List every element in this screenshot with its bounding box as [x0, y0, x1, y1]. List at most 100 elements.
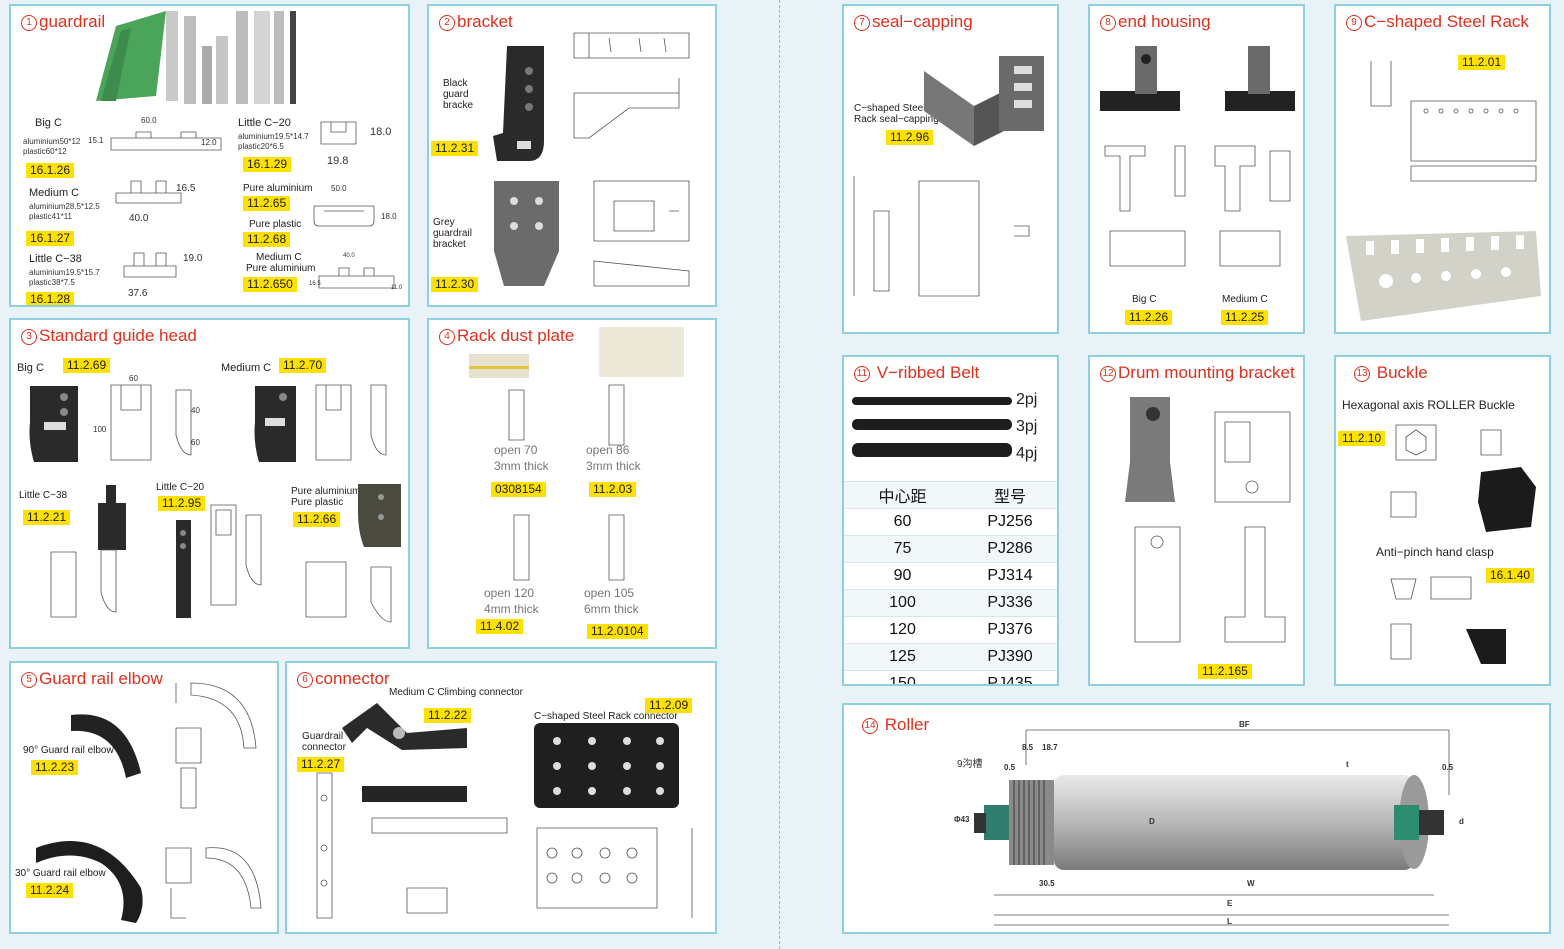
little-c20-label: Little C−20 [156, 482, 205, 493]
roller-dim-bf: BF [1239, 720, 1250, 729]
code-badge: 11.2.21 [23, 510, 71, 525]
table-cell: PJ314 [961, 562, 1057, 590]
header-cell: 型号 [961, 481, 1057, 509]
little-c38-spec: plastic38*7.5 [29, 278, 75, 287]
panel-title: 11 V−ribbed Belt [854, 363, 979, 383]
plate-open: open 86 [586, 443, 630, 457]
roller-dim-d: D [1149, 817, 1155, 826]
little-c20-label: Little C−20 [238, 117, 291, 129]
code-badge: 16.1.27 [26, 231, 75, 246]
dust-plate-drawing [508, 389, 525, 441]
panel-title: 13 Buckle [1354, 363, 1428, 383]
hex-buckle-label: Hexagonal axis ROLLER Buckle [1342, 398, 1515, 412]
roller-dim-e: E [1227, 899, 1233, 908]
code-badge: 16.1.26 [26, 163, 75, 178]
rack-connector-label: C−shaped Steel Rack connector [534, 711, 678, 722]
dust-plate-drawing [608, 514, 625, 581]
dim: 50.0 [331, 184, 347, 193]
dim: 12.0 [201, 138, 217, 147]
dust-plate-photo [469, 354, 529, 378]
belt-type: 4pj [1016, 445, 1038, 462]
pure-plastic-label: Pure plastic [249, 219, 302, 230]
code-badge: 16.1.29 [243, 157, 292, 172]
belt-type: 2pj [1016, 391, 1038, 408]
hex-buckle-photo [1390, 467, 1536, 532]
code-badge: 11.2.30 [431, 277, 479, 292]
plate-thick: 3mm thick [494, 459, 549, 473]
table-cell: PJ256 [961, 508, 1057, 536]
pure-head-drawing [305, 561, 392, 623]
seal-capping-drawing [853, 176, 1030, 297]
code-badge: 11.2.26 [1125, 310, 1173, 325]
dim: 16.5 [309, 281, 321, 287]
grey-bracket-drawing [593, 180, 690, 287]
plate-thick: 3mm thick [586, 459, 641, 473]
roller-illustration [974, 729, 1450, 926]
little-c38-drawing [123, 252, 177, 278]
little-c38-label: Little C−38 [19, 490, 68, 501]
belt-photo [852, 397, 1012, 457]
end-housing-photo [1225, 46, 1295, 111]
clasp-label: Anti−pinch hand clasp [1376, 545, 1494, 559]
dust-plate-drawing [608, 384, 625, 446]
dim: 15.1 [88, 136, 104, 145]
elbow-30-label: 30° Guard rail elbow [15, 868, 106, 879]
code-badge: 11.2.66 [293, 512, 341, 527]
code-badge: 0308154 [491, 482, 546, 497]
climb-connector-label: Medium C Climbing connector [389, 687, 523, 698]
code-badge: 11.2.22 [424, 708, 472, 723]
dim: 60.0 [141, 116, 157, 125]
plate-thick: 6mm thick [584, 602, 639, 616]
roller-dim: 30.5 [1039, 879, 1055, 888]
plate-open: open 120 [484, 586, 535, 600]
big-c-spec: aluminium50*12 [23, 137, 81, 146]
table-cell: 90 [844, 562, 961, 590]
pure-head-photo [358, 484, 401, 547]
table-cell: PJ376 [961, 616, 1057, 644]
grey-bracket-label: Grey [433, 217, 455, 228]
seal-capping-photo [924, 56, 1044, 146]
dim: 16.5 [176, 183, 196, 194]
table-cell: PJ336 [961, 589, 1057, 617]
guardrail-connector-label: connector [302, 742, 346, 753]
table-cell: 150 [844, 670, 961, 684]
roller-dim: 18.7 [1042, 743, 1058, 752]
elbow-30-photo [36, 841, 143, 923]
elbow-90-label: 90° Guard rail elbow [23, 745, 114, 756]
code-badge: 11.2.10 [1338, 431, 1386, 446]
end-housing-medium-c-label: Medium C [1222, 294, 1268, 305]
guardrail-connector-label: Guardrail [302, 731, 344, 742]
roller-dim-groove: 9沟槽 [957, 759, 983, 770]
black-bracket-drawing [573, 32, 690, 139]
dim: 40 [191, 406, 200, 415]
big-c-label: Big C [17, 362, 44, 374]
little-c38-spec: aluminium19.5*15.7 [29, 268, 100, 277]
elbow-90-photo [71, 714, 141, 778]
seal-label: Rack seal−capping [854, 114, 939, 125]
medium-c-pure-label: Pure aluminium [246, 263, 316, 274]
guardrail-photo [96, 11, 296, 104]
code-badge: 11.2.95 [158, 496, 206, 511]
table-cell: PJ390 [961, 643, 1057, 671]
drum-bracket-drawing [1214, 411, 1291, 503]
panel-title: 14 Roller [862, 715, 929, 735]
table-cell: 75 [844, 535, 961, 563]
plate-open: open 105 [584, 586, 635, 600]
black-bracket-photo [493, 46, 544, 161]
little-c20-spec: aluminium19.5*14.7 [238, 132, 309, 141]
code-badge: 16.1.28 [26, 292, 75, 305]
